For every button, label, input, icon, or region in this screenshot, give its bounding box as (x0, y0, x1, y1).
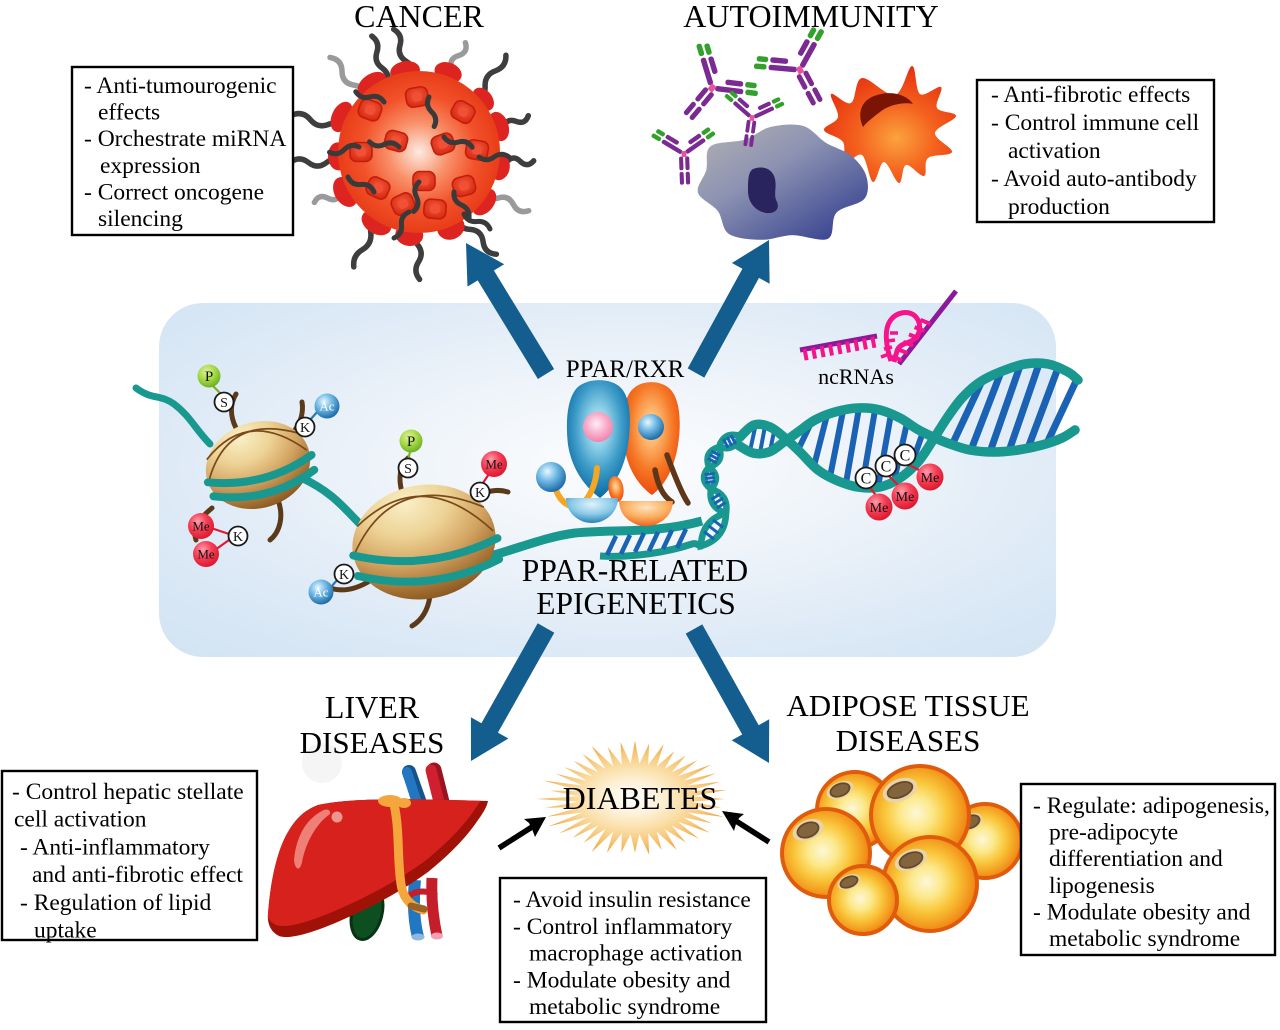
svg-text:cell activation: cell activation (14, 807, 147, 833)
svg-text:- Control immune cell: - Control immune cell (991, 110, 1200, 136)
svg-text:- Control inflammatory: - Control inflammatory (513, 914, 733, 940)
svg-text:- Avoid insulin resistance: - Avoid insulin resistance (513, 887, 751, 913)
svg-text:- Anti-fibrotic effects: - Anti-fibrotic effects (991, 82, 1190, 108)
svg-text:Me: Me (485, 456, 503, 471)
svg-text:ADIPOSE TISSUE: ADIPOSE TISSUE (786, 688, 1029, 723)
svg-text:PPAR/RXR: PPAR/RXR (566, 356, 685, 383)
svg-text:- Modulate obesity and: - Modulate obesity and (1033, 899, 1251, 925)
svg-text:Me: Me (896, 490, 915, 505)
svg-text:K: K (475, 486, 485, 501)
svg-text:Me: Me (921, 471, 940, 486)
svg-text:C: C (861, 470, 872, 487)
svg-text:DIABETES: DIABETES (563, 780, 718, 816)
svg-text:uptake: uptake (34, 918, 97, 944)
svg-text:LIVER: LIVER (325, 689, 420, 725)
svg-text:ncRNAs: ncRNAs (818, 364, 894, 389)
svg-text:Me: Me (192, 518, 210, 533)
svg-text:K: K (339, 568, 349, 583)
svg-text:EPIGENETICS: EPIGENETICS (536, 586, 736, 621)
svg-text:expression: expression (100, 153, 201, 179)
svg-text:K: K (233, 530, 243, 545)
svg-text:K: K (300, 421, 310, 436)
svg-text:pre-adipocyte: pre-adipocyte (1049, 820, 1178, 846)
svg-text:- Regulation of lipid: - Regulation of lipid (20, 890, 211, 916)
svg-text:P: P (205, 369, 213, 385)
svg-text:Ac: Ac (319, 398, 334, 413)
svg-text:differentiation and: differentiation and (1049, 846, 1223, 872)
svg-text:metabolic syndrome: metabolic syndrome (529, 994, 720, 1020)
svg-text:- Control hepatic stellate: - Control hepatic stellate (12, 779, 244, 805)
svg-text:S: S (220, 396, 228, 411)
svg-text:silencing: silencing (98, 206, 183, 232)
svg-text:effects: effects (98, 100, 160, 126)
svg-text:activation: activation (1008, 138, 1101, 164)
svg-text:S: S (404, 462, 412, 477)
svg-text:- Anti-tumourogenic: - Anti-tumourogenic (84, 73, 277, 99)
svg-text:- Modulate obesity and: - Modulate obesity and (513, 967, 731, 993)
svg-text:DISEASES: DISEASES (836, 723, 981, 758)
svg-text:- Orchestrate miRNA: - Orchestrate miRNA (84, 126, 286, 152)
svg-text:production: production (1008, 194, 1110, 220)
svg-text:- Anti-inflammatory: - Anti-inflammatory (20, 834, 210, 860)
svg-text:Ac: Ac (313, 584, 328, 599)
svg-text:CANCER: CANCER (354, 0, 484, 34)
svg-text:C: C (881, 458, 892, 475)
svg-text:- Avoid auto-antibody: - Avoid auto-antibody (991, 166, 1197, 192)
svg-text:- Correct oncogene: - Correct oncogene (84, 179, 264, 205)
svg-text:Me: Me (197, 546, 215, 561)
svg-text:Me: Me (870, 501, 889, 516)
svg-text:DISEASES: DISEASES (300, 725, 445, 760)
svg-text:P: P (407, 434, 415, 450)
svg-text:- Regulate: adipogenesis,: - Regulate: adipogenesis, (1033, 793, 1270, 819)
svg-text:C: C (900, 447, 911, 464)
svg-text:metabolic syndrome: metabolic syndrome (1049, 926, 1240, 952)
svg-text:PPAR-RELATED: PPAR-RELATED (522, 553, 748, 588)
svg-text:AUTOIMMUNITY: AUTOIMMUNITY (683, 0, 938, 34)
svg-text:macrophage activation: macrophage activation (529, 941, 743, 967)
svg-text:and anti-fibrotic effect: and anti-fibrotic effect (32, 862, 243, 888)
svg-text:lipogenesis: lipogenesis (1049, 873, 1155, 899)
